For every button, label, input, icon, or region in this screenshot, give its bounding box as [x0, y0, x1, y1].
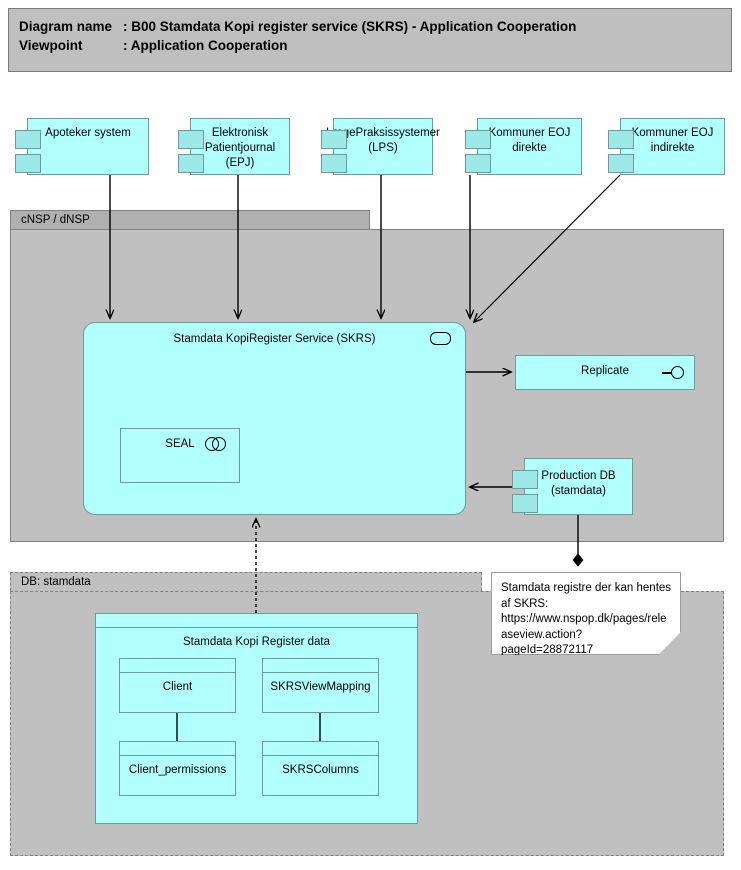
diagram-name-sep: : [123, 19, 128, 34]
application-collaboration-seal[interactable]: SEAL [120, 428, 240, 483]
component-apoteker-system[interactable]: Apoteker system [15, 118, 149, 175]
diagram-viewpoint-sep: : [123, 38, 128, 53]
application-collaboration-icon [205, 437, 227, 451]
application-interface-icon [662, 366, 684, 380]
component-label: Elektronisk Patientjournal (EPJ) [204, 127, 276, 169]
group-tab-db-stamdata: DB: stamdata [10, 572, 482, 591]
data-object-bar [120, 742, 235, 756]
uml-component-icon-tab-lower [512, 494, 538, 513]
data-object-label: SKRSColumns [282, 764, 359, 776]
component-label: Production DB (stamdata) [541, 470, 616, 497]
data-object-label: Stamdata Kopi Register data [182, 636, 331, 648]
uml-component-icon-tab-upper [512, 470, 538, 489]
data-object-skrsviewmapping[interactable]: SKRSViewMapping [262, 658, 379, 713]
diagram-name-value: B00 Stamdata Kopi register service (SKRS… [131, 19, 577, 34]
component-elektronisk-patientjournal-epj[interactable]: Elektronisk Patientjournal (EPJ) [178, 118, 290, 175]
component-kommuner-eoj-indirekte[interactable]: Kommuner EOJ indirekte [608, 118, 725, 175]
group-label-cnsp-dnsp: cNSP / dNSP [21, 214, 90, 226]
data-object-bar [263, 742, 378, 756]
component-laegepraksissystemer-lps[interactable]: LægePraksissystemer (LPS) [321, 118, 440, 175]
component-production-db-stamdata[interactable]: Production DB (stamdata) [512, 458, 633, 515]
data-object-bar [96, 614, 417, 628]
diagram-name-key: Diagram name [19, 19, 113, 34]
diagram-viewpoint-value: Application Cooperation [130, 38, 288, 53]
component-label: Kommuner EOJ direkte [488, 127, 571, 154]
component-label: Kommuner EOJ indirekte [631, 127, 714, 154]
seal-label: SEAL [165, 438, 195, 450]
application-component-icon [430, 332, 451, 345]
replicate-label: Replicate [581, 365, 629, 377]
interface-circle [671, 366, 684, 379]
component-label: Apoteker system [45, 127, 131, 139]
uml-component-icon-tab-lower [608, 154, 634, 173]
data-object-client-permissions[interactable]: Client_permissions [119, 741, 236, 796]
note-text: Stamdata registre der kan hentes af SKRS… [501, 582, 672, 656]
skrs-title: Stamdata KopiRegister Service (SKRS) [173, 333, 376, 345]
data-object-label: Client_permissions [128, 764, 227, 776]
data-object-bar [120, 659, 235, 673]
data-object-bar [263, 659, 378, 673]
uml-component-icon-tab-upper [321, 130, 347, 149]
diagram-name-line: Diagram name: B00 Stamdata Kopi register… [19, 17, 721, 36]
application-component-skrs[interactable]: Stamdata KopiRegister Service (SKRS) SEA… [83, 322, 466, 515]
diagram-viewpoint-key: Viewpoint [19, 38, 83, 53]
diagram-note: Stamdata registre der kan hentes af SKRS… [491, 572, 681, 655]
group-tab-cnsp-dnsp: cNSP / dNSP [10, 210, 370, 229]
data-object-label: SKRSViewMapping [270, 681, 371, 693]
data-object-label: Client [162, 681, 193, 693]
uml-component-icon-tab-upper [15, 130, 41, 149]
application-service-replicate[interactable]: Replicate [515, 355, 695, 390]
uml-component-icon-tab-upper [608, 130, 634, 149]
diagram-header-banner: Diagram name: B00 Stamdata Kopi register… [8, 8, 732, 72]
uml-component-icon-tab-upper [465, 130, 491, 149]
uml-component-icon-tab-lower [321, 154, 347, 173]
component-label: LægePraksissystemer (LPS) [326, 127, 440, 154]
collab-circle-right [212, 437, 226, 451]
diagram-viewpoint-line: Viewpoint: Application Cooperation [19, 36, 721, 55]
uml-component-icon-tab-lower [178, 154, 204, 173]
uml-component-icon-tab-lower [15, 154, 41, 173]
uml-component-icon-tab-lower [465, 154, 491, 173]
interface-stem [662, 372, 672, 374]
data-object-client[interactable]: Client [119, 658, 236, 713]
group-label-db-stamdata: DB: stamdata [21, 576, 91, 588]
uml-component-icon-tab-upper [178, 130, 204, 149]
component-kommuner-eoj-direkte[interactable]: Kommuner EOJ direkte [465, 118, 582, 175]
data-object-skrscolumns[interactable]: SKRSColumns [262, 741, 379, 796]
